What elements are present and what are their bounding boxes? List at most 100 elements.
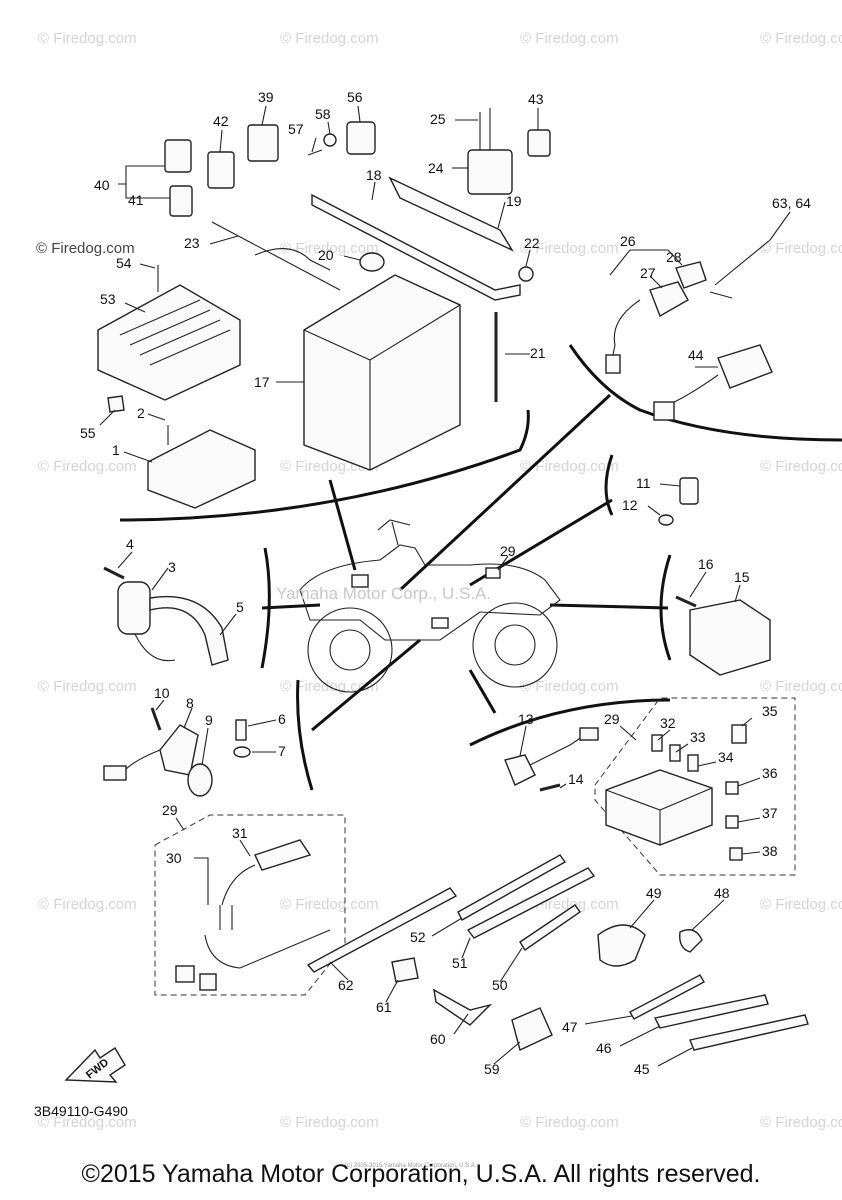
atv-silhouette	[299, 519, 561, 693]
callout-39: 39	[258, 89, 274, 105]
part-43	[527, 129, 551, 157]
callout-15: 15	[734, 569, 750, 585]
part-13	[504, 754, 536, 786]
callout-25: 25	[430, 111, 446, 127]
part-22	[518, 266, 534, 282]
callout-57: 57	[288, 121, 304, 137]
part-10	[150, 707, 162, 731]
part-37	[725, 815, 739, 829]
part-23	[211, 221, 341, 291]
callout-12: 12	[622, 497, 638, 513]
callout-14: 14	[568, 771, 584, 787]
callout-29-b: 29	[604, 711, 620, 727]
watermark: © Firedog.com	[520, 240, 619, 257]
callout-10: 10	[154, 685, 170, 701]
part-48	[679, 929, 703, 953]
part-45	[689, 1014, 809, 1051]
part-44	[717, 344, 773, 389]
watermark: © Firedog.com	[280, 30, 379, 47]
callout-31: 31	[232, 825, 248, 841]
part-14	[539, 783, 561, 792]
callout-13: 13	[518, 711, 534, 727]
part-15	[689, 599, 771, 676]
part-52	[457, 854, 567, 921]
watermark: © Firedog.com	[38, 458, 137, 475]
callout-52: 52	[410, 929, 426, 945]
part-8	[159, 724, 199, 776]
part-9	[187, 763, 213, 797]
model-mark: Yamaha Motor Corp., U.S.A.	[276, 584, 492, 603]
part-39	[247, 124, 279, 162]
diagram-code: 3B49110-G490	[34, 1103, 128, 1119]
callout-23: 23	[184, 235, 200, 251]
part-6	[235, 719, 247, 741]
part-63-64	[709, 239, 771, 299]
tiny-copyright: (c) 2005-2015 Yamaha Motor Corporation, …	[345, 1163, 477, 1169]
callout-54: 54	[116, 255, 132, 271]
leader-lines	[99, 105, 791, 1067]
part-35	[731, 724, 747, 744]
watermark: © Firedog.com	[520, 678, 619, 695]
callouts: 39 42 57 58 56 25 43 24 40 41 18 19 63, …	[80, 89, 811, 1077]
callout-33: 33	[690, 729, 706, 745]
callout-41: 41	[128, 192, 144, 208]
part-18	[311, 193, 521, 301]
callout-56: 56	[347, 89, 363, 105]
part-56	[346, 121, 376, 155]
part-26	[611, 299, 641, 361]
part-3	[117, 581, 151, 635]
callout-26: 26	[620, 233, 636, 249]
callout-27: 27	[640, 265, 656, 281]
callout-24: 24	[428, 160, 444, 176]
part-59	[511, 1007, 553, 1051]
callout-40: 40	[94, 177, 110, 193]
part-50	[519, 904, 581, 951]
part-46	[653, 994, 769, 1029]
callout-21: 21	[530, 345, 546, 361]
callout-44: 44	[688, 347, 704, 363]
callout-9: 9	[205, 712, 213, 728]
callout-60: 60	[430, 1031, 446, 1047]
part-61	[391, 957, 419, 983]
watermark: © Firedog.com	[520, 458, 619, 475]
callout-5: 5	[236, 599, 244, 615]
part-30	[219, 864, 256, 930]
callout-59: 59	[484, 1061, 500, 1077]
part-41	[169, 185, 193, 217]
callout-30: 30	[166, 850, 182, 866]
watermark: © Firedog.com	[36, 240, 135, 257]
callout-50: 50	[492, 977, 508, 993]
part-51	[466, 867, 596, 939]
watermark: © Firedog.com	[280, 1114, 379, 1131]
part-40	[164, 139, 192, 173]
callout-32: 32	[660, 715, 676, 731]
part-11	[679, 477, 699, 505]
part-16	[675, 595, 697, 608]
part-47	[629, 974, 705, 1020]
callout-4: 4	[126, 536, 134, 552]
part-24	[467, 149, 513, 195]
callout-61: 61	[376, 999, 392, 1015]
callout-8: 8	[186, 695, 194, 711]
part-4	[103, 566, 125, 580]
callout-22: 22	[524, 235, 540, 251]
part-29-box	[605, 769, 713, 846]
callout-62: 62	[338, 977, 354, 993]
part-36	[725, 781, 739, 795]
callout-37: 37	[762, 805, 778, 821]
watermark: © Firedog.com	[38, 30, 137, 47]
callout-35: 35	[762, 703, 778, 719]
part-62	[306, 887, 458, 973]
callout-29-a: 29	[500, 543, 516, 559]
watermark: © Firedog.com	[38, 1114, 137, 1131]
callout-38: 38	[762, 843, 778, 859]
watermark: © Firedog.com	[760, 1114, 842, 1131]
callout-45: 45	[634, 1061, 650, 1077]
watermark: © Firedog.com	[760, 30, 842, 47]
callout-19: 19	[506, 193, 522, 209]
callout-46: 46	[596, 1040, 612, 1056]
part-55	[107, 395, 125, 413]
copyright-notice: ©2015 Yamaha Motor Corporation, U.S.A. A…	[81, 1160, 761, 1188]
watermark: © Firedog.com	[760, 896, 842, 913]
